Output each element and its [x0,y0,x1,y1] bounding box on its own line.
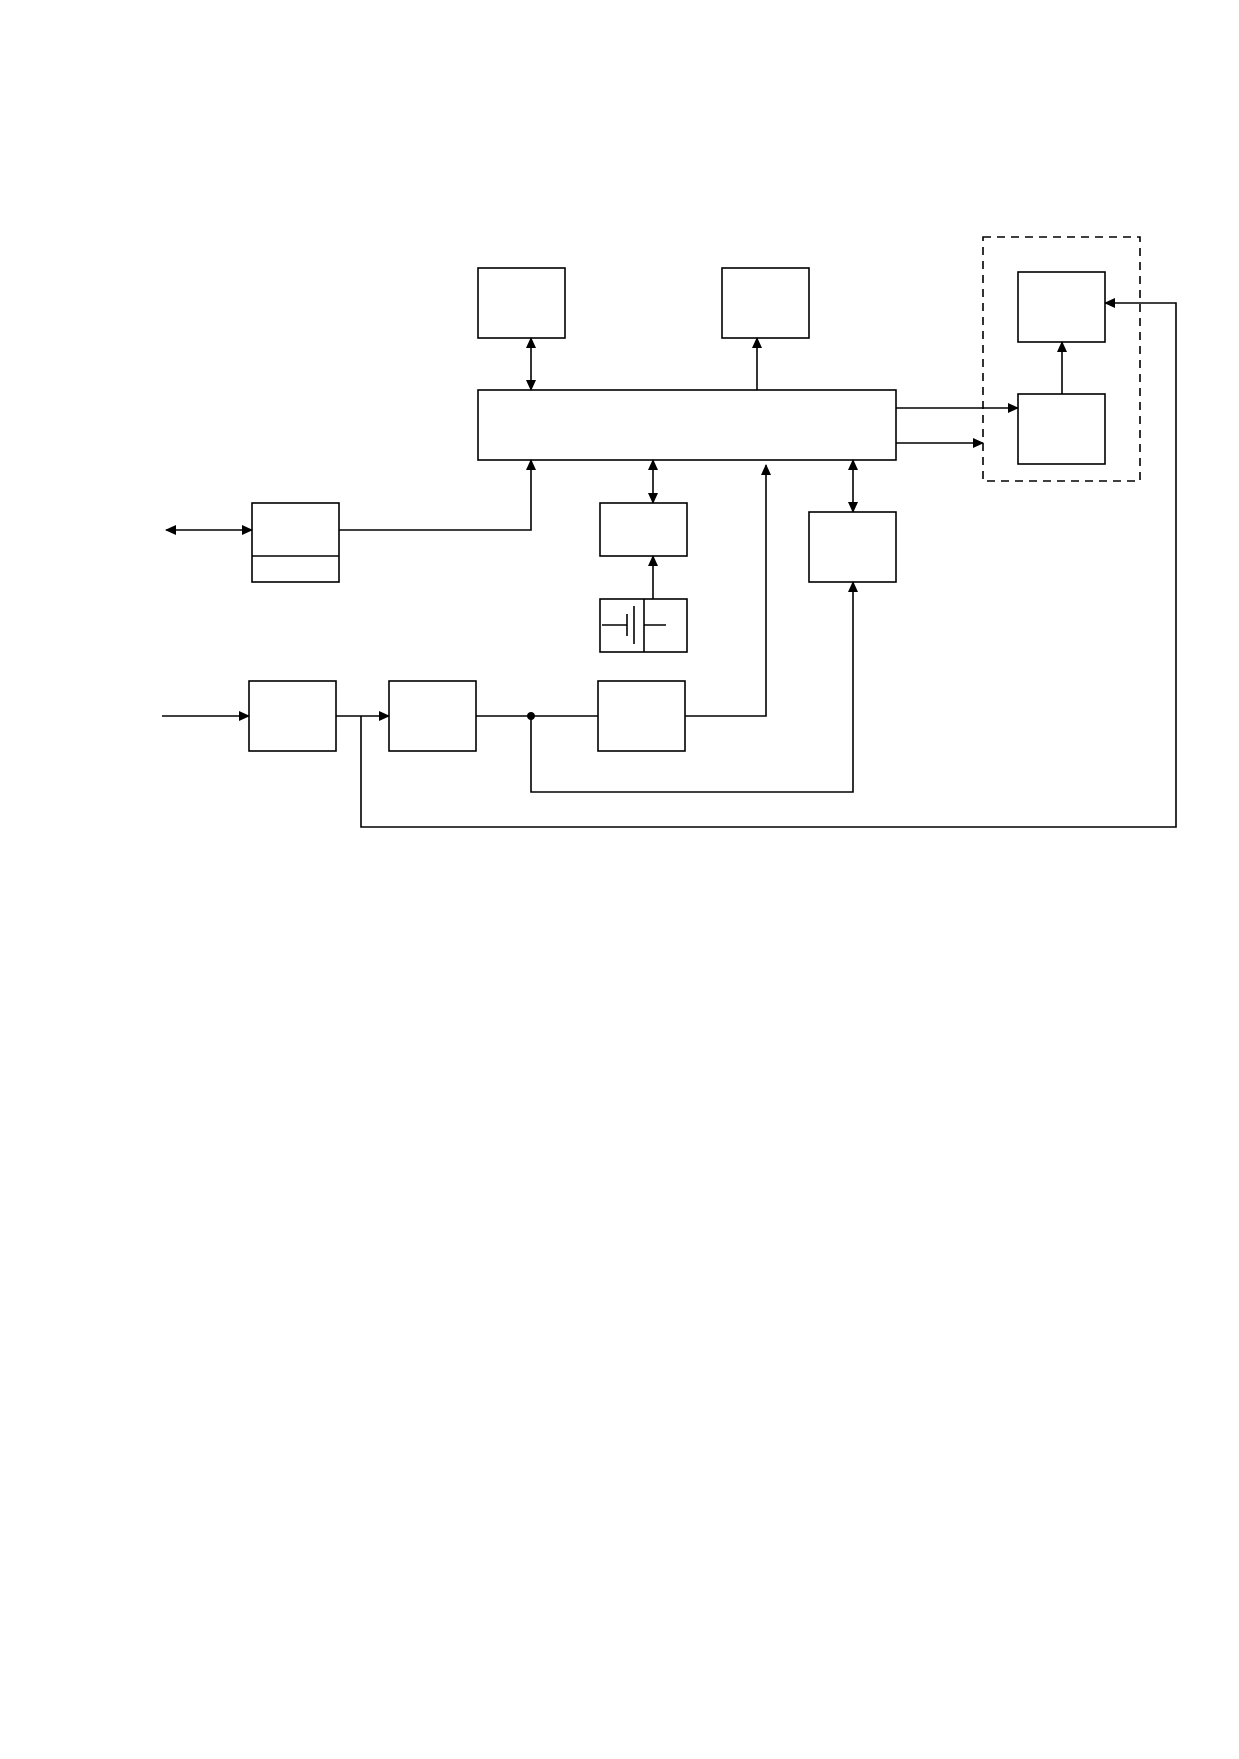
top-middle-block [721,267,810,339]
link-interface-to-controller [339,459,536,531]
central-controller-block [477,389,897,461]
right-middle-block [808,511,897,583]
enclosed-lower-block [1017,393,1106,465]
second-stage-block [388,680,477,752]
top-left-block [477,267,566,339]
battery-icon [602,599,666,652]
enclosed-upper-block [1017,271,1106,343]
link-junction-to-right-middle [530,581,858,793]
input-block [248,680,337,752]
left-interface-block [251,502,340,583]
feedback-loop-to-enclosed-upper [360,298,1177,828]
link-third-stage-to-controller [685,464,771,717]
dashed-enclosure [982,236,1141,482]
third-stage-block [597,680,686,752]
clock-block [599,502,688,557]
